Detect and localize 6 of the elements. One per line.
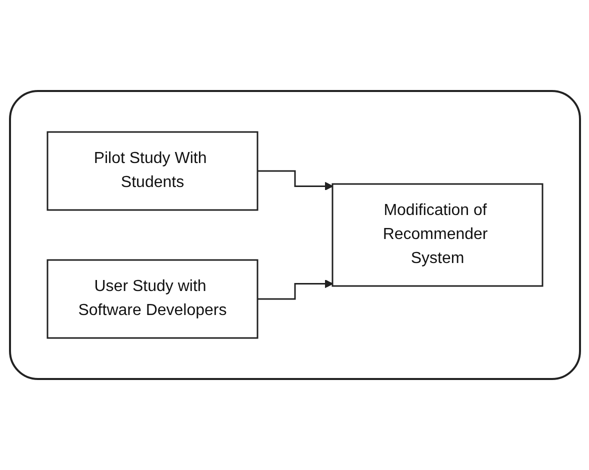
arrow bbox=[256, 279, 333, 300]
node-box: Pilot Study With Students bbox=[46, 131, 258, 211]
node-box: Modification of Recommender System bbox=[331, 183, 543, 287]
node-box: User Study with Software Developers bbox=[46, 259, 258, 339]
arrow bbox=[256, 170, 333, 191]
cluster bbox=[8, 90, 580, 380]
